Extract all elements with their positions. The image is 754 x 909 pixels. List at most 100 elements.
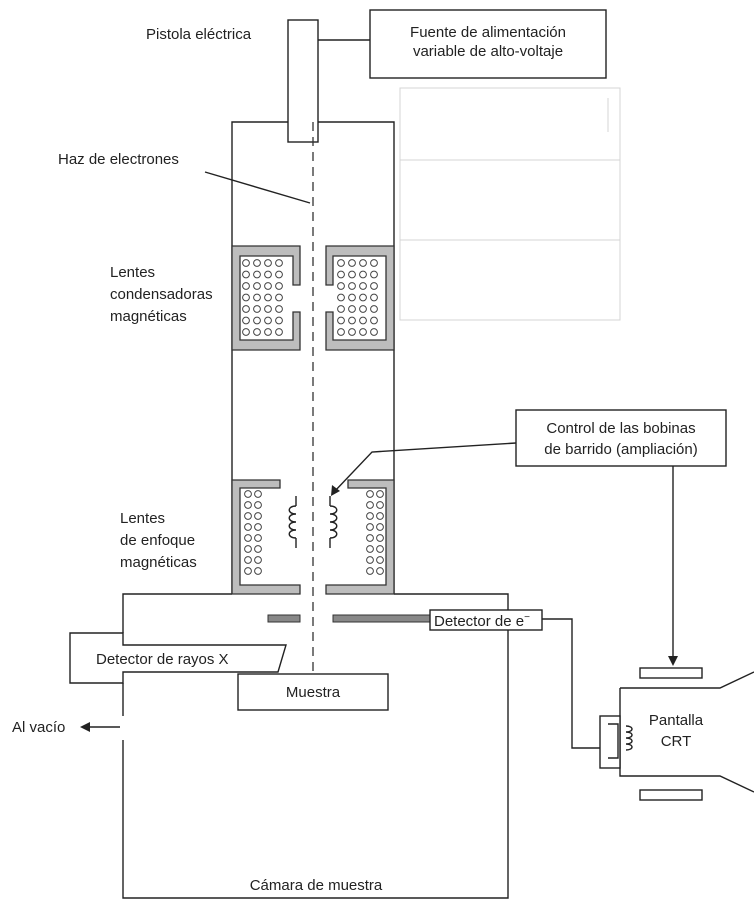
sample-chamber-outline <box>122 593 509 899</box>
coil-winding-dot <box>366 501 374 509</box>
coil-winding-dot <box>242 328 250 336</box>
electron-detector-label: Detector de e− <box>434 612 530 630</box>
coil-winding-dot <box>275 270 283 279</box>
coil-winding-dot <box>244 490 252 498</box>
coil-winding-dot <box>359 328 367 336</box>
detector-to-crt-line <box>542 618 606 749</box>
coil-winding-dot <box>370 282 378 290</box>
sample-label: Muestra <box>286 684 341 701</box>
coil-winding-dot <box>337 328 345 336</box>
coil-winding-dot <box>244 534 252 542</box>
coil-winding-dot <box>376 512 384 520</box>
coil-winding-dot <box>348 293 356 302</box>
coil-winding-dot <box>242 316 250 325</box>
coil-winding-dot <box>254 512 262 520</box>
coil-winding-dot <box>254 556 262 564</box>
coil-winding-dot <box>242 293 250 302</box>
coil-winding-dot <box>253 259 261 267</box>
focus-lens-label-3: magnéticas <box>120 554 197 571</box>
power-supply-label-2: variable de alto-voltaje <box>413 43 563 60</box>
coil-winding-dot <box>366 490 374 498</box>
coil-winding-dot <box>242 305 250 313</box>
coil-winding-dot <box>254 567 262 575</box>
scan-control-label-1: Control de las bobinas <box>546 420 695 437</box>
focus-lens-label-2: de enfoque <box>120 532 195 549</box>
coil-winding-dot <box>359 259 367 267</box>
vacuum-arrowhead <box>80 722 90 732</box>
coil-winding-dot <box>264 259 272 267</box>
coil-winding-dot <box>253 305 261 313</box>
coil-winding-dot <box>275 305 283 313</box>
coil-winding-dot <box>376 556 384 564</box>
coil-winding-dot <box>264 328 272 336</box>
coil-winding-dot <box>370 270 378 279</box>
coil-winding-dot <box>337 316 345 325</box>
coil-winding-dot <box>370 316 378 325</box>
coil-winding-dot <box>359 282 367 290</box>
coil-winding-dot <box>337 259 345 267</box>
coil-winding-dot <box>244 567 252 575</box>
power-supply-label-1: Fuente de alimentación <box>410 24 566 41</box>
coil-winding-dot <box>348 270 356 279</box>
coil-winding-dot <box>370 305 378 313</box>
coil-winding-dot <box>275 293 283 302</box>
coil-winding-dot <box>254 534 262 542</box>
coil-winding-dot <box>337 282 345 290</box>
coil-winding-dot <box>242 259 250 267</box>
coil-winding-dot <box>366 534 374 542</box>
page-bleed-through <box>399 87 621 321</box>
coil-winding-dot <box>359 316 367 325</box>
scan-control-label-2: de barrido (ampliación) <box>544 441 697 458</box>
coil-winding-dot <box>264 270 272 279</box>
coil-winding-dot <box>370 293 378 302</box>
coil-winding-dot <box>275 328 283 336</box>
vacuum-label: Al vacío <box>12 719 65 736</box>
coil-winding-dot <box>253 282 261 290</box>
focus-coil-windings <box>244 490 384 575</box>
power-supply-box <box>369 9 607 79</box>
scan-coil-left <box>288 496 297 548</box>
coil-winding-dot <box>264 293 272 302</box>
scan-control-box <box>515 409 727 467</box>
coil-winding-dot <box>337 270 345 279</box>
xray-detector-label: Detector de rayos X <box>96 651 229 668</box>
coil-winding-dot <box>275 282 283 290</box>
electron-gun-body <box>287 19 319 143</box>
coil-winding-dot <box>348 282 356 290</box>
condenser-lens-right <box>325 245 395 351</box>
coil-winding-dot <box>376 534 384 542</box>
coil-winding-dot <box>254 490 262 498</box>
coil-winding-dot <box>254 545 262 553</box>
scan-control-arrowhead <box>331 485 340 496</box>
coil-winding-dot <box>359 270 367 279</box>
column-outline <box>231 121 395 594</box>
coil-winding-dot <box>264 282 272 290</box>
scan-coil-right <box>329 496 338 548</box>
coil-winding-dot <box>348 259 356 267</box>
condenser-lens-label-2: condensadoras <box>110 286 213 303</box>
coil-winding-dot <box>337 293 345 302</box>
electric-gun-label: Pistola eléctrica <box>146 26 252 43</box>
coil-winding-dot <box>366 556 374 564</box>
coil-winding-dot <box>242 282 250 290</box>
coil-winding-dot <box>359 305 367 313</box>
coil-winding-dot <box>359 293 367 302</box>
coil-winding-dot <box>337 305 345 313</box>
coil-winding-dot <box>370 259 378 267</box>
coil-winding-dot <box>376 545 384 553</box>
focus-lens-right <box>325 479 395 595</box>
coil-winding-dot <box>376 523 384 531</box>
aperture-left <box>267 614 301 623</box>
coil-winding-dot <box>275 259 283 267</box>
coil-winding-dot <box>244 545 252 553</box>
crt-display <box>599 667 754 801</box>
coil-winding-dot <box>264 316 272 325</box>
condenser-coil-windings <box>242 259 378 336</box>
coil-winding-dot <box>275 316 283 325</box>
crt-arrowhead <box>668 656 678 666</box>
coil-winding-dot <box>348 305 356 313</box>
coil-winding-dot <box>366 523 374 531</box>
coil-winding-dot <box>244 556 252 564</box>
sample-chamber-label: Cámara de muestra <box>250 877 383 894</box>
crt-label-2: CRT <box>661 733 692 750</box>
